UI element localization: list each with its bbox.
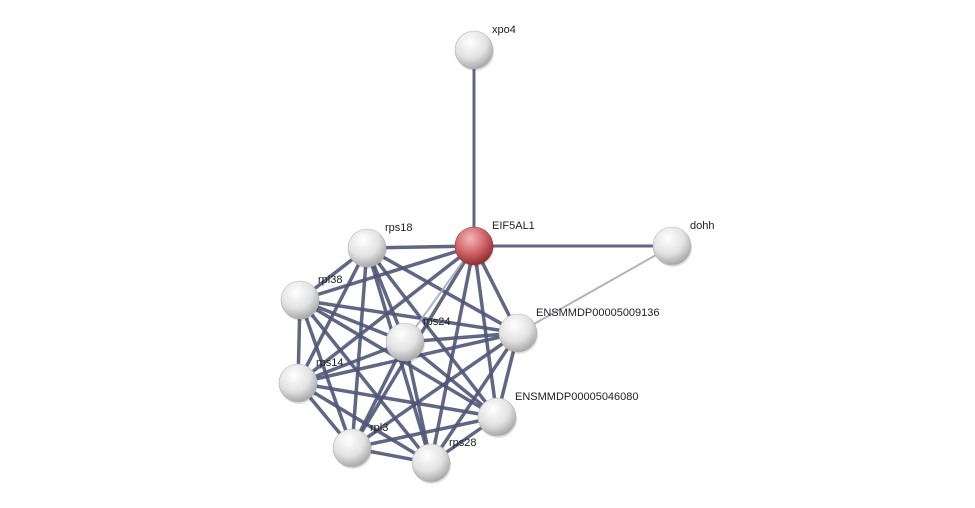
- edge-rps14-ENSMMDP00005046080[interactable]: [297, 381, 498, 419]
- edge-EIF5AL1-rps24[interactable]: [404, 245, 475, 343]
- node-sphere[interactable]: [454, 30, 494, 70]
- edge-rpl38-ENSMMDP00005009136[interactable]: [299, 298, 519, 335]
- node-label: dohh: [690, 220, 714, 232]
- node-rps14[interactable]: rps14: [278, 357, 344, 404]
- edge-rps18-ENSMMDP00005046080[interactable]: [365, 246, 499, 419]
- node-label: xpo4: [492, 24, 516, 36]
- edge-ENSMMDP00005009136-rpl3[interactable]: [351, 331, 519, 450]
- node-sphere[interactable]: [652, 226, 692, 266]
- node-sphere[interactable]: [477, 397, 517, 437]
- node-ENSMMDP00005046080[interactable]: ENSMMDP00005046080: [477, 391, 639, 438]
- node-rps28[interactable]: rps28: [411, 437, 477, 484]
- node-rps18[interactable]: rps18: [347, 222, 413, 269]
- node-label: rps14: [316, 357, 344, 369]
- node-sphere[interactable]: [454, 226, 494, 266]
- node-sphere[interactable]: [280, 280, 320, 320]
- node-label: ENSMMDP00005009136: [536, 307, 660, 319]
- edge-EIF5AL1-ENSMMDP00005046080[interactable]: [472, 245, 499, 418]
- edge-rps18-rpl3[interactable]: [350, 247, 369, 449]
- node-ENSMMDP00005009136[interactable]: ENSMMDP00005009136: [498, 307, 660, 354]
- node-label: ENSMMDP00005046080: [515, 391, 639, 403]
- node-label: rps24: [423, 316, 451, 328]
- node-rpl3[interactable]: rpl3: [332, 422, 388, 469]
- node-rps24[interactable]: rps24: [385, 316, 451, 363]
- node-sphere[interactable]: [498, 313, 538, 353]
- edge-EIF5AL1-rps28[interactable]: [429, 245, 476, 464]
- node-label: rps18: [385, 222, 413, 234]
- edge-dohh-ENSMMDP00005009136[interactable]: [517, 245, 673, 334]
- node-sphere[interactable]: [332, 428, 372, 468]
- node-sphere[interactable]: [347, 228, 387, 268]
- node-label: rps28: [449, 437, 477, 449]
- edge-rps14-rps28[interactable]: [297, 381, 432, 465]
- node-sphere[interactable]: [278, 363, 318, 403]
- node-sphere[interactable]: [385, 322, 425, 362]
- edge-ENSMMDP00005046080-rpl3[interactable]: [351, 415, 498, 450]
- node-label: rpl38: [318, 274, 342, 286]
- node-sphere[interactable]: [411, 443, 451, 483]
- edge-ENSMMDP00005009136-rps28[interactable]: [429, 332, 520, 464]
- node-dohh[interactable]: dohh: [652, 220, 714, 267]
- node-label: EIF5AL1: [492, 220, 535, 232]
- node-rpl38[interactable]: rpl38: [280, 274, 342, 321]
- edge-rps18-rps14[interactable]: [296, 247, 369, 384]
- node-xpo4[interactable]: xpo4: [454, 24, 516, 71]
- node-label: rpl3: [370, 422, 388, 434]
- node-EIF5AL1[interactable]: EIF5AL1: [454, 220, 535, 267]
